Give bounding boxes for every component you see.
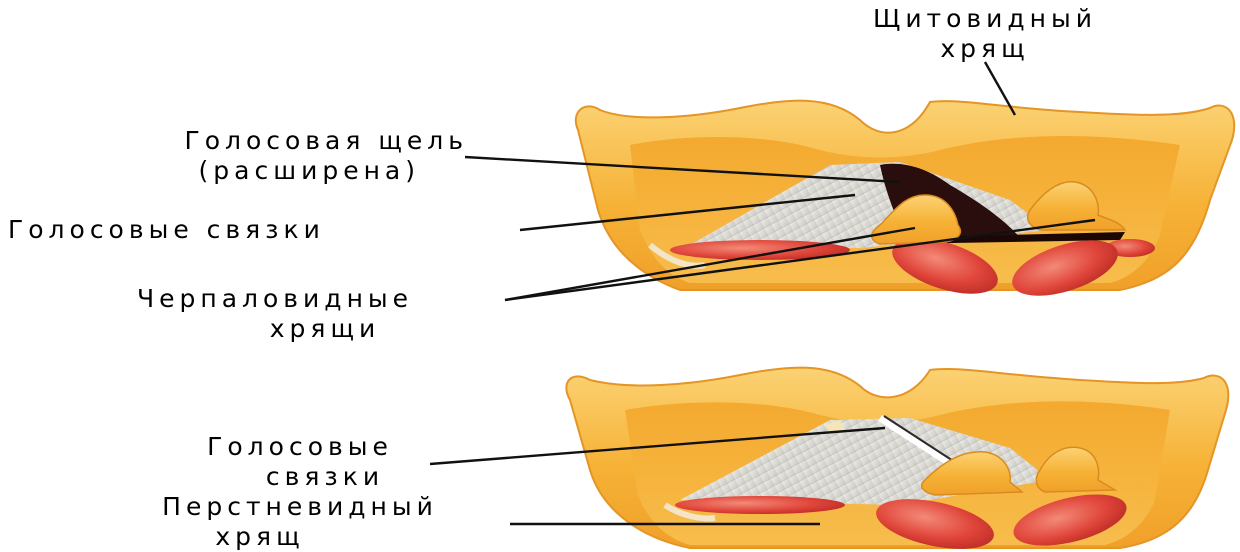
label-vocal-cords-bottom-line1: Голосовые [150, 432, 450, 462]
label-cricoid-line2: хрящ [75, 522, 525, 552]
label-glottis-line2: (расширена) [20, 156, 468, 186]
label-arytenoid-line2: хрящи [40, 314, 510, 344]
label-arytenoid-line1: Черпаловидные [40, 284, 510, 314]
label-thyroid-line2: хрящ [800, 34, 1170, 64]
label-thyroid-line1: Щитовидный [800, 4, 1170, 34]
label-cricoid-line1: Перстневидный [75, 492, 525, 522]
label-glottis-line1: Голосовая щель [20, 126, 468, 156]
label-vocal-cords-top-line1: Голосовые связки [8, 215, 325, 245]
label-vocal-cords-top: Голосовые связки [8, 215, 325, 245]
label-vocal-cords-bottom-line2: связки [150, 462, 450, 492]
label-glottis: Голосовая щель (расширена) [20, 126, 468, 186]
label-thyroid-cartilage: Щитовидный хрящ [800, 4, 1170, 64]
label-cricoid-cartilage: Перстневидный хрящ [75, 492, 525, 552]
label-vocal-cords-bottom: Голосовые связки [150, 432, 450, 492]
label-arytenoid-cartilages: Черпаловидные хрящи [40, 284, 510, 344]
muscle-left-lateral-lower [675, 496, 845, 514]
